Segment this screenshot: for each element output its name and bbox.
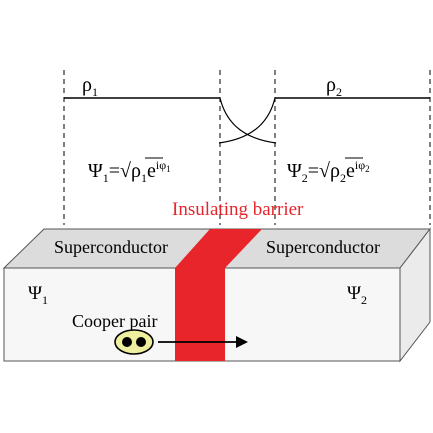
cooper-pair-label: Cooper pair xyxy=(72,311,157,331)
svg-text:Ψ1=√ρ1eiφ1: Ψ1=√ρ1eiφ1 xyxy=(88,158,171,185)
rho1-decay-curve xyxy=(219,97,277,144)
block-side-face xyxy=(399,227,431,363)
junction-block xyxy=(2,227,432,363)
rho2-label: ρ2 xyxy=(326,74,342,99)
insulating-barrier-label: Insulating barrier xyxy=(172,199,304,220)
superconductor-right-label: Superconductor xyxy=(266,237,380,257)
svg-text:Ψ2=√ρ2eiφ2: Ψ2=√ρ2eiφ2 xyxy=(287,158,370,185)
cooper-pair-icon xyxy=(114,329,154,355)
insulating-barrier-top xyxy=(175,229,262,268)
rho2-decay-curve xyxy=(218,97,276,144)
amplitude-plot: ρ1 ρ2 Ψ1=√ρ1eiφ1 Ψ2=√ρ2eiφ2 xyxy=(63,70,431,225)
psi1-label: Ψ1 xyxy=(28,283,48,307)
superconductor-left-label: Superconductor xyxy=(54,237,168,257)
left-wavefunction-equation: Ψ1=√ρ1eiφ1 xyxy=(88,157,171,185)
right-wavefunction-equation: Ψ2=√ρ2eiφ2 xyxy=(287,157,370,185)
psi2-label: Ψ2 xyxy=(347,283,367,307)
insulating-barrier-front xyxy=(175,268,225,361)
rho1-label: ρ1 xyxy=(82,74,98,99)
tunneling-arrow xyxy=(158,336,248,348)
